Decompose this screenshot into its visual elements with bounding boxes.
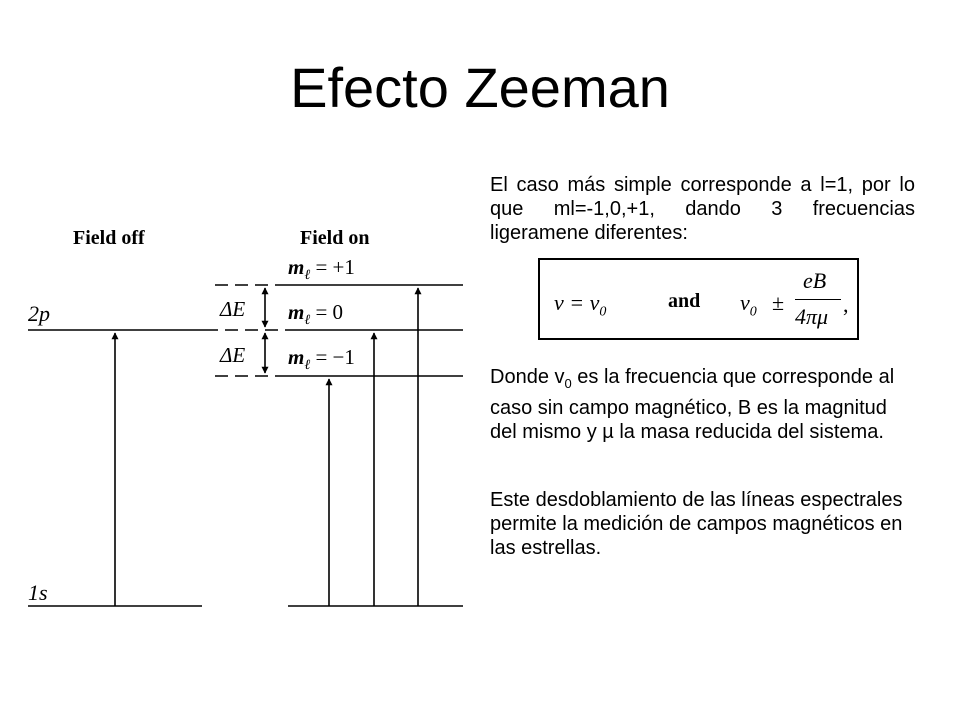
conclusion-paragraph: Este desdoblamiento de las líneas espect…	[490, 489, 903, 559]
ml-subscript: ℓ	[304, 268, 310, 283]
ml-minus1-value: = −1	[310, 345, 355, 369]
level-1s-label: 1s	[28, 580, 48, 605]
ml-plus1-label: mℓ = +1	[288, 255, 355, 283]
ml-minus1-label: mℓ = −1	[288, 345, 355, 373]
explanation-subscript: 0	[564, 376, 572, 391]
intro-paragraph: El caso más simple corresponde a l=1, po…	[490, 174, 915, 244]
level-2p-label: 2p	[28, 301, 50, 326]
formula-left-sub: 0	[599, 304, 607, 320]
field-on-label: Field on	[300, 227, 369, 249]
field-off-label: Field off	[73, 227, 145, 249]
formula-plusminus: ±	[772, 290, 785, 315]
ml-subscript: ℓ	[304, 313, 310, 328]
fraction-bar	[795, 299, 841, 300]
delta-e-label-upper: ΔE	[219, 297, 245, 321]
formula-and: and	[668, 290, 701, 312]
ml-plus1-value: = +1	[310, 255, 355, 279]
delta-e-label-lower: ΔE	[219, 343, 245, 367]
formula-denominator: 4πμ	[795, 304, 829, 329]
formula-right-sub: 0	[749, 304, 757, 320]
explanation-text-start: Donde v	[490, 366, 565, 388]
slide-title: Efecto Zeeman	[290, 56, 670, 119]
zeeman-energy-diagram: Field off Field on 2p 1s ΔE ΔE mℓ = +1 m…	[28, 227, 463, 607]
explanation-text-end: es la frecuencia que corresponde al caso…	[490, 366, 895, 443]
ml-symbol: m	[288, 300, 304, 324]
ml-symbol: m	[288, 345, 304, 369]
ml-subscript: ℓ	[304, 358, 310, 373]
formula-numerator: eB	[803, 268, 827, 293]
frequency-formula-box: ν = ν0 and ν0 ± eB 4πμ ,	[538, 258, 859, 340]
ml-zero-value: = 0	[310, 300, 343, 324]
explanation-paragraph: Donde v0 es la frecuencia que correspond…	[490, 365, 915, 444]
ml-zero-label: mℓ = 0	[288, 300, 343, 328]
formula-left: ν = ν0	[554, 290, 606, 320]
formula-comma: ,	[843, 292, 849, 317]
ml-symbol: m	[288, 255, 304, 279]
formula-left-text: ν = ν	[554, 290, 600, 315]
formula-right-text: ν	[740, 290, 750, 315]
formula-right-nu: ν0	[740, 290, 757, 320]
